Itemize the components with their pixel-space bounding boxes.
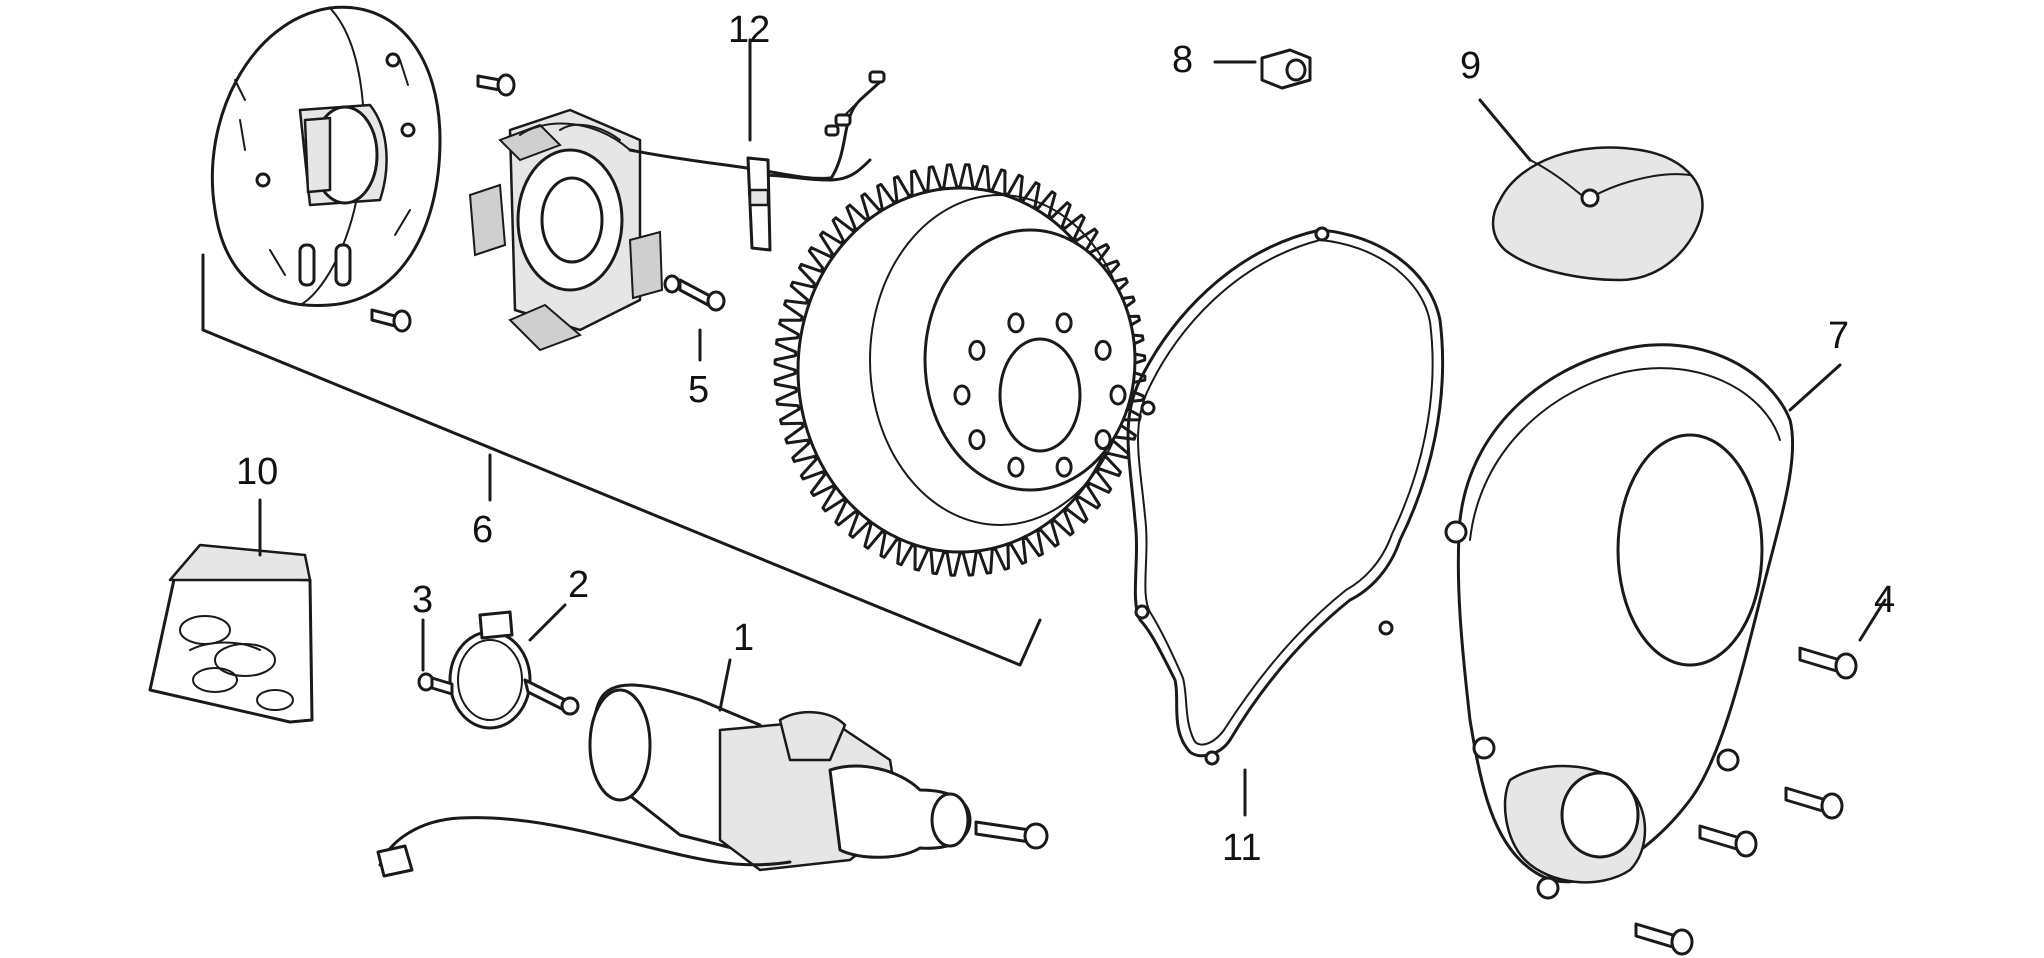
starter-bolt xyxy=(974,820,1049,850)
callout-3: 3 xyxy=(412,579,433,621)
cover-screw-3 xyxy=(1698,824,1758,858)
callout-4: 4 xyxy=(1874,579,1895,621)
flywheel-holes xyxy=(953,312,1127,478)
stator-plate xyxy=(210,5,442,308)
callout-10: 10 xyxy=(236,451,278,493)
engine-cover xyxy=(1444,343,1795,900)
callout-6: 6 xyxy=(472,509,493,551)
flywheel xyxy=(773,163,1147,577)
cover-screw-1 xyxy=(1798,646,1858,680)
cover-screw-2 xyxy=(1784,786,1844,820)
plate-screw-bottom xyxy=(370,308,412,333)
starter-motor xyxy=(376,683,972,878)
stator-coil xyxy=(468,108,664,352)
stator-bolt xyxy=(663,274,726,312)
callout-7: 7 xyxy=(1828,315,1849,357)
gasket xyxy=(1126,226,1445,766)
flywheel-hole xyxy=(968,429,986,451)
callout-9: 9 xyxy=(1460,45,1481,87)
callout-labels: 1 2 3 4 5 6 7 8 9 10 11 12 xyxy=(236,9,1895,869)
flywheel-hole xyxy=(1055,312,1073,334)
leader-lines xyxy=(201,38,1887,817)
flywheel-hole xyxy=(953,384,971,406)
flywheel-hole xyxy=(1055,456,1073,478)
flywheel-hole xyxy=(1007,312,1025,334)
callout-12: 12 xyxy=(728,9,770,51)
wire-harness xyxy=(628,70,886,252)
flywheel-hole xyxy=(968,339,986,361)
plate-screw-top xyxy=(476,73,516,97)
callout-5: 5 xyxy=(688,369,709,411)
flywheel-hole xyxy=(1109,384,1127,406)
nut xyxy=(1260,48,1312,90)
cover-screw-4 xyxy=(1634,922,1694,956)
callout-8: 8 xyxy=(1172,39,1193,81)
flywheel-hole xyxy=(1094,429,1112,451)
callout-2: 2 xyxy=(568,564,589,606)
callout-11: 11 xyxy=(1222,827,1261,869)
callout-1: 1 xyxy=(733,617,754,659)
bag xyxy=(1491,146,1704,282)
flywheel-hole xyxy=(1007,456,1025,478)
kit xyxy=(148,543,314,724)
flywheel-hole xyxy=(1094,339,1112,361)
clamp xyxy=(448,610,580,730)
clamp-screw xyxy=(417,672,454,696)
